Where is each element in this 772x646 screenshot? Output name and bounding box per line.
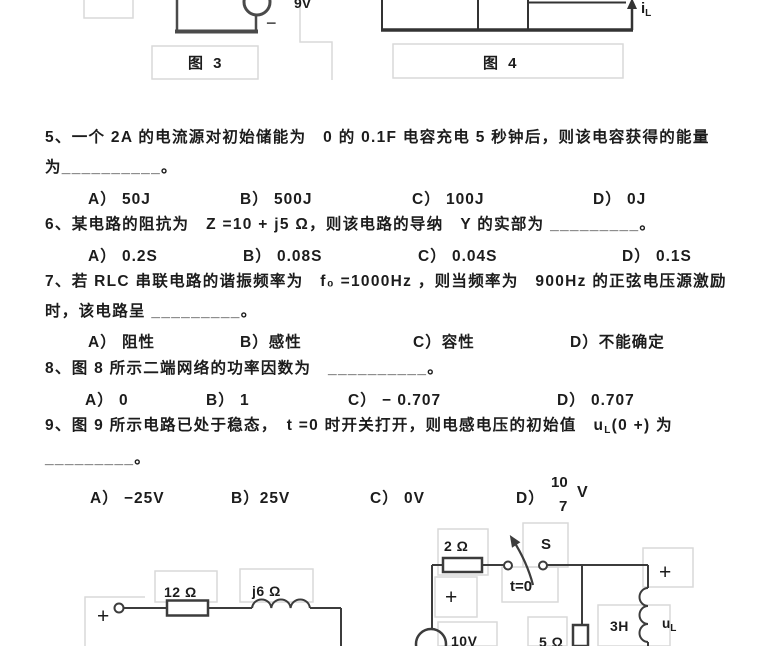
question-6-options: A） 0.2S B） 0.08S C） 0.04S D） 0.1S xyxy=(0,244,772,265)
q9-option-d-unit: V xyxy=(577,484,588,501)
question-9-line-2: _________。 xyxy=(45,450,152,467)
fig8-plus-sign: + xyxy=(97,605,110,628)
q5-option-b: B） 500J xyxy=(240,191,313,208)
q8-option-d: D） 0.707 xyxy=(557,392,635,409)
question-5-line-1: 5、一个 2A 的电流源对初始储能为 0 的 0.1F 电容充电 5 秒钟后，则… xyxy=(45,129,710,146)
q5-option-a: A） 50J xyxy=(88,191,151,208)
q7-option-d: D）不能确定 xyxy=(570,334,665,351)
q8-option-b: B） 1 xyxy=(206,392,250,409)
q9-option-a: A） −25V xyxy=(90,490,165,507)
voltage-source-10v-circle xyxy=(414,627,448,646)
resistor-5ohm-symbol xyxy=(571,623,590,646)
fig3-minus-sign: − xyxy=(266,13,277,33)
fig9-inductor-label: 3H xyxy=(610,618,629,634)
fig9-resistor1-label: 2 Ω xyxy=(444,538,469,554)
q8-option-a: A） 0 xyxy=(85,392,129,409)
question-8-options: A） 0 B） 1 C） − 0.707 D） 0.707 xyxy=(0,388,772,409)
switch-contact-icon xyxy=(503,560,513,571)
fig4-current-label: iL xyxy=(641,0,651,19)
resistor-12ohm-symbol xyxy=(165,599,210,617)
current-arrow-icon xyxy=(627,0,637,9)
question-7-line-1: 7、若 RLC 串联电路的谐振频率为 f₀ =1000Hz ，则当频率为 900… xyxy=(45,273,727,290)
fig9-resistor2-label: 5 Ω xyxy=(539,634,564,646)
fig8-inductor-label: j6 Ω xyxy=(252,583,281,599)
q9-voltage-var: u xyxy=(593,417,605,434)
fig9-switch-time-label: t=0 xyxy=(510,578,533,595)
q6-option-c: C） 0.04S xyxy=(418,248,498,265)
fig4-current-sub: L xyxy=(645,8,652,19)
q6-option-d: D） 0.1S xyxy=(622,248,692,265)
question-9-line-1: 9、图 9 所示电路已处于稳态， t =0 时开关打开，则电感电压的初始值 uL… xyxy=(45,416,673,441)
fig9-voltage-sub: L xyxy=(670,623,677,634)
switch-arrowhead-icon xyxy=(509,535,521,548)
fig8-resistor-label: 12 Ω xyxy=(164,584,197,600)
fig3-voltage-label: 9V xyxy=(294,0,312,11)
q9-stem-post: (0 +) 为 xyxy=(611,417,673,434)
fig9-voltage-var: u xyxy=(662,616,671,631)
q9-voltage-sub: L xyxy=(604,425,612,436)
switch-contact-icon xyxy=(538,560,548,571)
q6-option-b: B） 0.08S xyxy=(243,248,323,265)
inductor-j6ohm-symbol xyxy=(251,598,311,609)
question-6-line-1: 6、某电路的阻抗为 Z =10 + j5 Ω，则该电路的导纳 Y 的实部为 __… xyxy=(45,216,657,233)
fig9-switch-label: S xyxy=(541,536,552,553)
fig4-circuit-fragment xyxy=(381,0,637,32)
fig9-source-label: 10V xyxy=(451,633,478,646)
question-5-line-2: 为__________。 xyxy=(45,159,178,176)
inductor-3h-symbol xyxy=(638,587,649,643)
fig9-inductor-plus-sign: + xyxy=(659,561,672,584)
fig9-inductor-voltage-label: uL xyxy=(662,616,676,634)
q9-option-b: B）25V xyxy=(231,490,291,507)
question-5-options: A） 50J B） 500J C） 100J D） 0J xyxy=(0,187,772,208)
q9-option-d-numerator: 10 xyxy=(551,474,568,491)
q9-option-d-denominator: 7 xyxy=(559,498,568,515)
question-8-line-1: 8、图 8 所示二端网络的功率因数为 __________。 xyxy=(45,360,445,377)
question-9-options: A） −25V B）25V C） 0V D） xyxy=(0,486,772,507)
fig9-source-plus-sign: + xyxy=(445,586,458,609)
q7-option-b: B）感性 xyxy=(240,334,302,351)
fig3-circuit-fragment xyxy=(175,0,272,34)
fig8-circuit-fragment xyxy=(113,598,342,646)
q7-option-a: A） 阻性 xyxy=(88,334,156,351)
question-7-options: A） 阻性 B）感性 C）容性 D）不能确定 xyxy=(0,330,772,351)
fig3-caption: 图 3 xyxy=(188,55,225,72)
layout-artifact-boxes xyxy=(83,0,694,646)
q5-option-d: D） 0J xyxy=(593,191,647,208)
q9-stem-pre: 9、图 9 所示电路已处于稳态， t =0 时开关打开，则电感电压的初始值 xyxy=(45,417,594,434)
q8-option-c: C） − 0.707 xyxy=(348,392,442,409)
terminal-icon xyxy=(113,602,125,614)
resistor-2ohm-symbol xyxy=(441,556,484,574)
question-7-line-2: 时，该电路呈 _________。 xyxy=(45,303,258,320)
fig4-caption: 图 4 xyxy=(483,55,520,72)
q5-option-c: C） 100J xyxy=(412,191,485,208)
q7-option-c: C）容性 xyxy=(413,334,475,351)
q9-option-d-label: D） xyxy=(516,490,545,507)
q9-option-c: C） 0V xyxy=(370,490,425,507)
q6-option-a: A） 0.2S xyxy=(88,248,158,265)
fig4-current-var: i xyxy=(641,0,646,17)
